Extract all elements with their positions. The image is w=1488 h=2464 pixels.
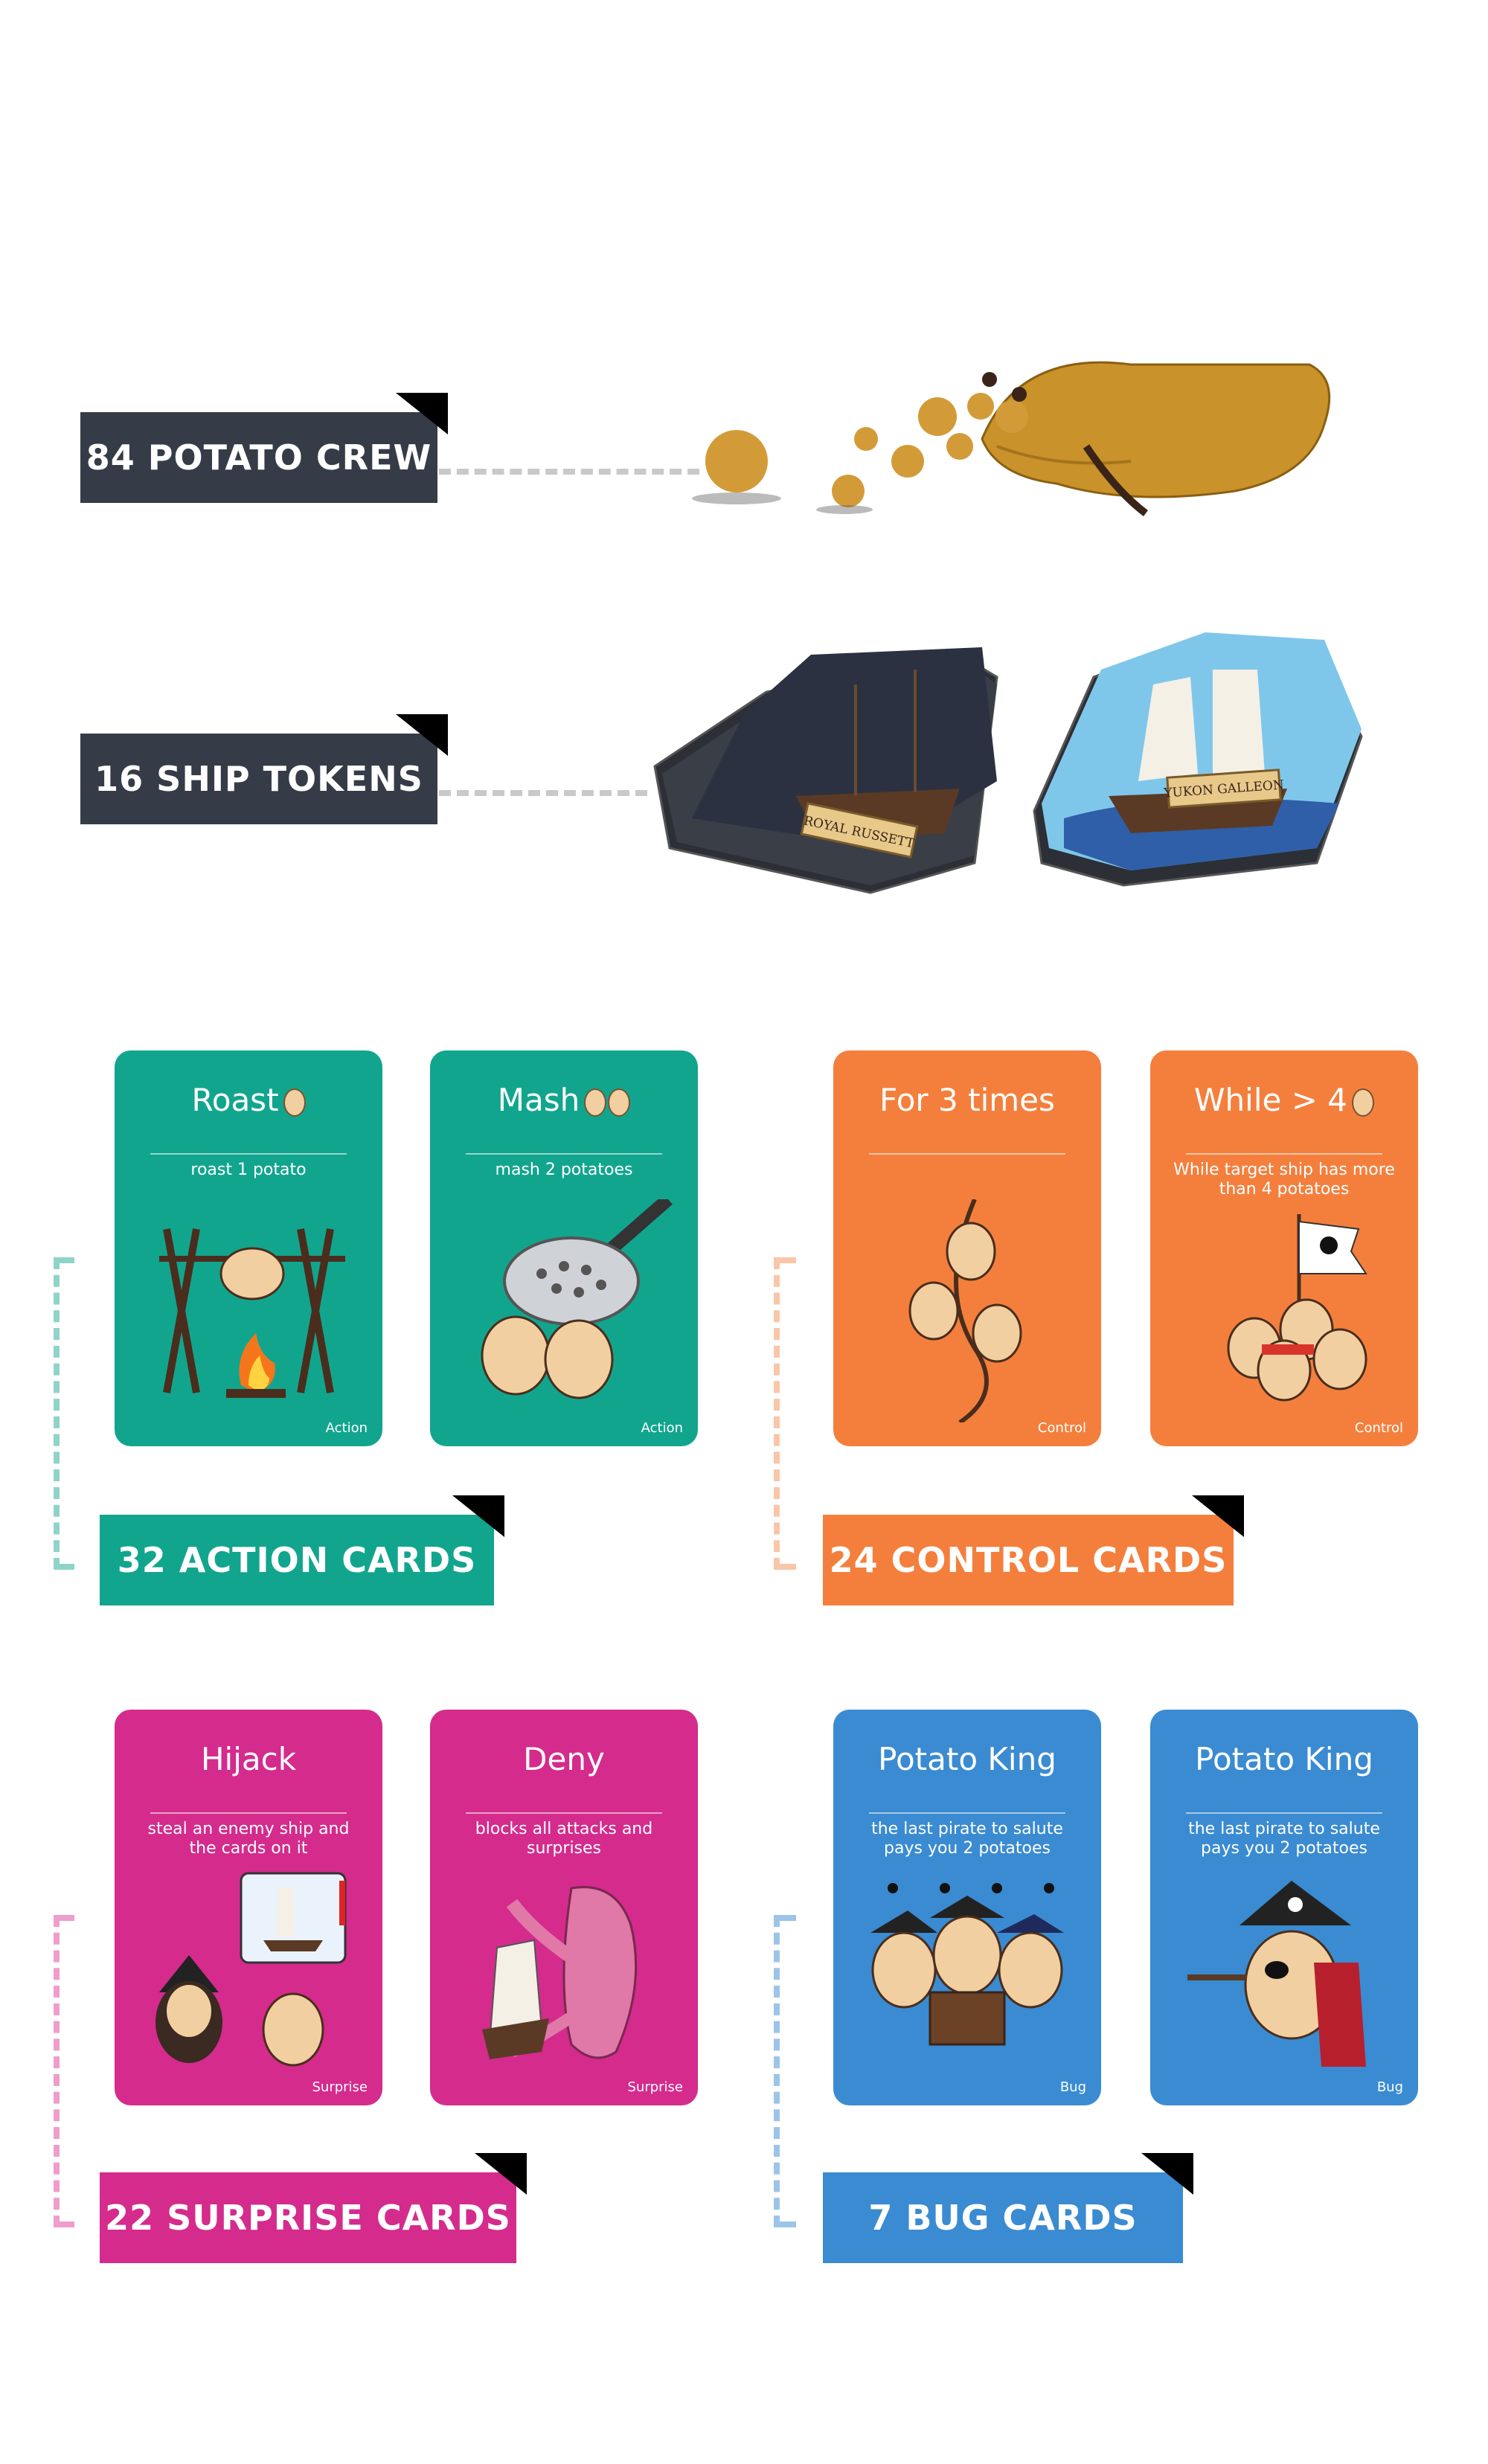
surprise-card-hijack: Hijack steal an enemy ship and the cards… [115,1710,382,2105]
crew-connector [439,469,699,475]
card-description: the last pirate to salute pays you 2 pot… [1188,1820,1380,1858]
potato-bag-image [692,361,1331,516]
action-label: 32 ACTION CARDS [117,1540,477,1580]
potato-icon [1351,1088,1374,1117]
flag-icon [396,714,448,756]
surprise-label: 22 SURPRISE CARDS [105,2198,511,2238]
card-divider [1186,1812,1382,1814]
bug-card-potato-king-1: Potato King the last pirate to salute pa… [833,1710,1101,2105]
potato-icon [584,1088,607,1117]
flag-icon [1192,1495,1244,1537]
card-description: mash 2 potatoes [495,1161,633,1179]
flag-icon [452,1495,504,1537]
masher-illustration [481,1199,673,1399]
card-type: Surprise [312,2079,368,2095]
control-card-for: For 3 times Control [833,1050,1101,1446]
card-divider [869,1812,1065,1814]
crew-banner: 84 POTATO CREW [80,393,448,503]
card-type: Bug [1376,2079,1403,2095]
card-title: Hijack [200,1741,297,1777]
surprise-banner: 22 SURPRISE CARDS [100,2153,527,2263]
card-description: blocks all attacks and surprises [475,1820,653,1858]
ships-banner: 16 SHIP TOKENS [80,714,448,824]
card-description: While target ship has more than 4 potato… [1173,1161,1395,1199]
ships-connector [439,790,647,796]
ships-label: 16 SHIP TOKENS [94,759,423,799]
crew-label: 84 POTATO CREW [86,437,432,478]
pirate-captain-illustration [1187,1881,1366,2067]
card-type: Action [641,1420,683,1436]
action-card-mash: Mash mash 2 potatoes Action [430,1050,698,1446]
control-label: 24 CONTROL CARDS [829,1540,1228,1580]
action-banner: 32 ACTION CARDS [100,1495,504,1605]
surprise-bracket [54,1915,74,2227]
control-banner: 24 CONTROL CARDS [823,1495,1244,1605]
card-divider [150,1153,347,1155]
card-title: Roast [191,1082,279,1118]
card-type: Control [1037,1420,1086,1436]
card-description: roast 1 potato [190,1161,307,1179]
card-type: Control [1354,1420,1403,1436]
bug-label: 7 BUG CARDS [868,2198,1138,2238]
bug-banner: 7 BUG CARDS [823,2153,1193,2263]
flag-icon [396,393,448,434]
bug-bracket [774,1915,796,2227]
card-description: the last pirate to salute pays you 2 pot… [871,1820,1063,1858]
surprise-card-deny: Deny blocks all attacks and surprises Su… [430,1710,698,2105]
ship-tokens-image: ROYAL RUSSETT YUKON GALLEON [653,632,1363,894]
hijack-illustration [155,1872,347,2067]
pirate-crew-illustration [1227,1214,1367,1402]
kraken-illustration [482,1886,638,2059]
potato-icon [283,1088,306,1117]
card-title: Mash [497,1082,580,1118]
action-card-roast: Roast roast 1 potato Action [115,1050,382,1446]
potato-icon [608,1088,631,1117]
card-divider [150,1812,347,1814]
pirate-trio-illustration [870,1883,1064,2046]
card-title: Potato King [1195,1741,1373,1777]
control-card-while: While > 4 While target ship has more tha… [1150,1050,1418,1446]
bug-card-potato-king-2: Potato King the last pirate to salute pa… [1150,1710,1418,2105]
card-title: Potato King [878,1741,1056,1777]
card-title: For 3 times [879,1082,1055,1118]
roast-illustration [159,1228,345,1398]
card-divider [466,1153,662,1155]
card-divider [1186,1153,1382,1155]
card-type: Bug [1059,2079,1086,2095]
card-type: Action [325,1420,368,1436]
card-title: Deny [523,1741,605,1777]
rope-climb-illustration [908,1199,1022,1422]
flag-icon [1141,2153,1193,2195]
flag-icon [475,2153,527,2195]
card-divider [466,1812,662,1814]
card-type: Surprise [627,2079,683,2095]
control-bracket [774,1257,796,1570]
card-title: While > 4 [1194,1082,1347,1118]
card-description: steal an enemy ship and the cards on it [147,1820,350,1858]
action-bracket [54,1257,74,1570]
card-divider [869,1153,1065,1155]
